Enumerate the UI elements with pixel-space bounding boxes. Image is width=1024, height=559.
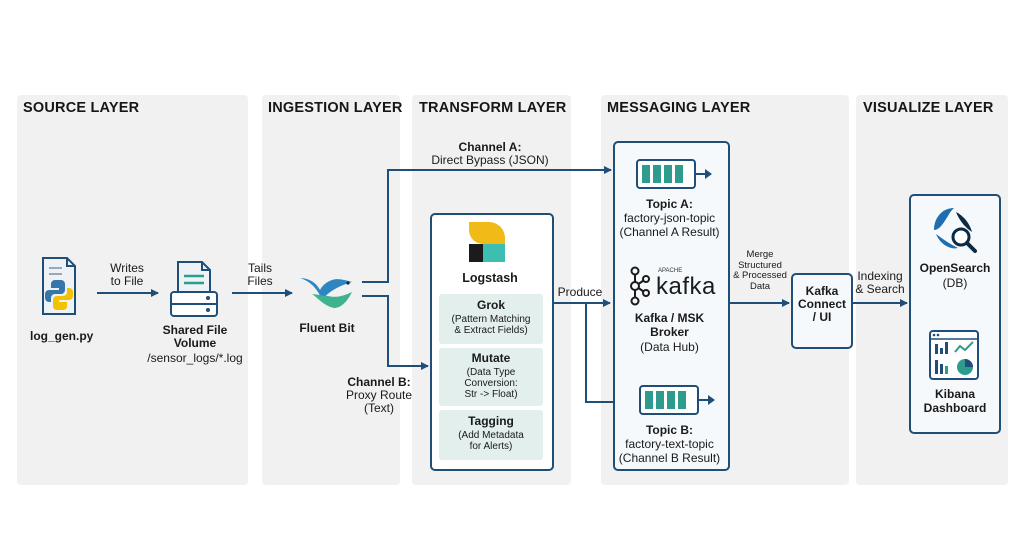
topic-a-note: (Channel A Result) — [619, 225, 720, 239]
transform-layer-title: TRANSFORM LAYER — [419, 100, 567, 116]
writes-line2: to File — [110, 274, 144, 288]
mutate-title: Mutate — [471, 351, 511, 365]
topic-a-queue-icon — [636, 159, 712, 189]
mutate-line2: Conversion: — [464, 378, 518, 389]
kafka-title-line2: Broker — [650, 325, 689, 339]
channel-a-desc: Direct Bypass (JSON) — [431, 153, 549, 167]
mutate-line1: (Data Type — [466, 367, 516, 378]
ingestion-layer-title: INGESTION LAYER — [268, 100, 403, 116]
writes-line1: Writes — [110, 261, 144, 275]
topic-b-note: (Channel B Result) — [618, 451, 721, 465]
mutate-line3: Str -> Float) — [464, 389, 518, 400]
shared-volume-icon — [170, 261, 218, 317]
opensearch-title: OpenSearch — [919, 261, 991, 275]
kibana-line1: Kibana — [934, 387, 975, 401]
grok-line1: (Pattern Matching — [451, 314, 531, 325]
kafka-connect-label: Kafka Connect / UI — [791, 285, 853, 324]
merge-line1: Merge — [746, 249, 774, 260]
channel-a-label: Channel A: Direct Bypass (JSON) — [420, 141, 560, 167]
topic-a-name: factory-json-topic — [623, 211, 716, 225]
topic-a-title: Topic A: — [646, 197, 693, 211]
logstash-icon — [469, 222, 505, 262]
kafka-broker-label: Kafka / MSK Broker (Data Hub) — [613, 312, 726, 354]
opensearch-note: (DB) — [942, 276, 968, 290]
tagging-line2: for Alerts) — [469, 441, 513, 452]
kafka-broker-box — [613, 141, 730, 471]
grok-line2: & Extract Fields) — [454, 325, 528, 336]
log-gen-label: log_gen.py — [30, 329, 94, 343]
shared-volume-path: /sensor_logs/*.log — [147, 351, 243, 365]
grok-label: Grok (Pattern Matching & Extract Fields) — [439, 298, 543, 337]
merge-line3: & Processed — [733, 270, 787, 281]
opensearch-kibana-box — [909, 194, 1001, 434]
channel-a-title: Channel A: — [458, 140, 522, 154]
python-file-icon — [42, 257, 76, 315]
topic-b-name: factory-text-topic — [625, 437, 714, 451]
tails-files-label: Tails Files — [240, 262, 280, 288]
writes-to-file-label: Writes to File — [104, 262, 150, 288]
kafka-title-line1: Kafka / MSK — [634, 311, 705, 325]
grok-box — [439, 294, 543, 344]
shared-volume-line2: Volume — [173, 336, 217, 350]
kafka-logo-icon — [630, 266, 650, 306]
channel-b-desc-line2: (Text) — [364, 401, 394, 415]
fluent-bit-icon — [300, 278, 352, 308]
channel-b-label: Channel B: Proxy Route (Text) — [346, 376, 412, 415]
logstash-title: Logstash — [462, 271, 518, 285]
indexing-label: Indexing & Search — [852, 270, 908, 296]
kafka-connect-box — [791, 273, 853, 349]
topic-b-queue-icon — [639, 385, 715, 415]
merge-line2: Structured — [738, 259, 782, 271]
source-layer-title: SOURCE LAYER — [23, 100, 140, 116]
kafka-connect-line3: / UI — [812, 310, 832, 324]
channel-b-desc-line1: Proxy Route — [346, 388, 413, 402]
produce-label: Produce — [557, 285, 603, 299]
shared-volume-line1: Shared File — [162, 323, 228, 337]
opensearch-label: OpenSearch (DB) — [909, 262, 1001, 290]
kafka-connect-line2: Connect — [798, 297, 846, 311]
tagging-title: Tagging — [468, 414, 514, 428]
kafka-brand-small: APACHE — [658, 268, 683, 274]
visualize-layer-title: VISUALIZE LAYER — [863, 100, 994, 116]
kafka-brand: kafka — [656, 273, 716, 300]
opensearch-icon — [934, 208, 977, 253]
tagging-line1: (Add Metadata — [458, 430, 524, 441]
merge-label: Merge Structured & Processed Data — [727, 249, 793, 292]
indexing-line2: & Search — [855, 282, 905, 296]
tagging-box — [439, 410, 543, 460]
topic-b-title: Topic B: — [645, 423, 694, 437]
kafka-note: (Data Hub) — [640, 340, 699, 354]
merge-line4: Data — [749, 280, 771, 292]
tagging-label: Tagging (Add Metadata for Alerts) — [439, 414, 543, 453]
channel-b-title: Channel B: — [347, 375, 411, 389]
kibana-dashboard-icon — [929, 330, 979, 380]
topic-b-label: Topic B: factory-text-topic (Channel B R… — [613, 424, 726, 465]
tails-line2: Files — [247, 274, 273, 288]
kibana-label: Kibana Dashboard — [909, 388, 1001, 415]
grok-title: Grok — [476, 298, 505, 312]
kafka-connect-line1: Kafka — [805, 284, 839, 298]
fluent-bit-label: Fluent Bit — [299, 321, 355, 335]
mutate-label: Mutate (Data Type Conversion: Str -> Flo… — [439, 351, 543, 401]
mutate-box — [439, 348, 543, 406]
topic-a-label: Topic A: factory-json-topic (Channel A R… — [613, 198, 726, 239]
messaging-layer-title: MESSAGING LAYER — [607, 100, 751, 116]
indexing-line1: Indexing — [857, 269, 903, 283]
shared-volume-label: Shared File Volume /sensor_logs/*.log — [132, 324, 258, 365]
kibana-line2: Dashboard — [923, 401, 987, 415]
tails-line1: Tails — [247, 261, 272, 275]
